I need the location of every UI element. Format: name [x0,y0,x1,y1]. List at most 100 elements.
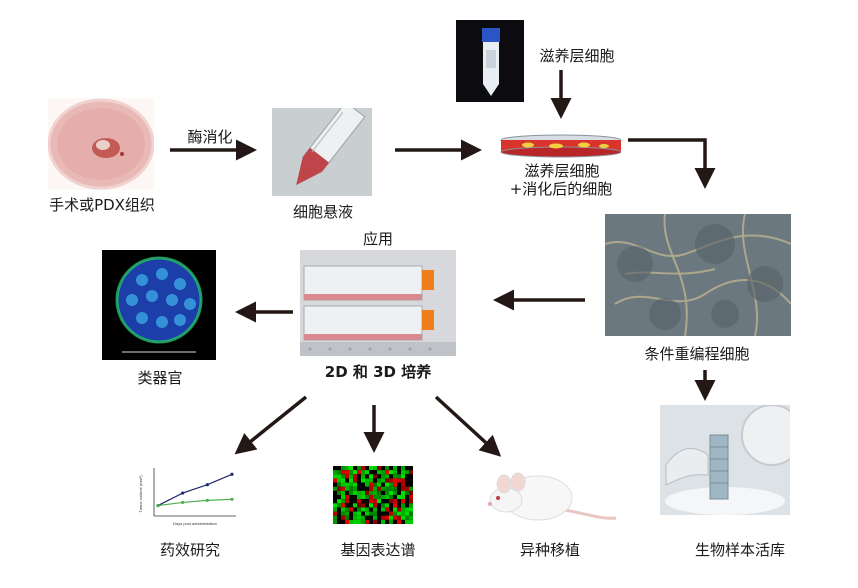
heatmap-cell [345,519,349,524]
heatmap-cell [385,486,389,491]
heatmap-cell [377,490,381,495]
heatmap-cell [393,499,397,504]
heatmap-cell [337,482,341,487]
label-cell-suspension: 细胞悬液 [292,203,353,221]
heatmap-cell [373,474,377,479]
heatmap-cell [405,486,409,491]
heatmap-cell [341,507,345,512]
heatmap-cell [397,507,401,512]
heatmap-cell [337,495,341,500]
heatmap-cell [349,478,353,483]
heatmap-cell [405,490,409,495]
heatmap-cell [333,519,337,524]
heatmap-cell [385,511,389,516]
heatmap-cell [357,515,361,520]
heatmap-cell [405,466,409,471]
heatmap-cell [357,495,361,500]
heatmap-cell [405,495,409,500]
heatmap-cell [369,470,373,475]
heatmap-cell [365,503,369,508]
heatmap-cell [365,474,369,479]
heatmap-cell [389,478,393,483]
heatmap-cell [377,519,381,524]
heatmap-cell [401,499,405,504]
heatmap-cell [393,474,397,479]
heatmap-cell [357,478,361,483]
heatmap-cell [381,515,385,520]
heatmap-cell [373,486,377,491]
heatmap-cell [409,478,413,483]
heatmap-cell [377,499,381,504]
heatmap-cell [365,511,369,516]
heatmap-cell [349,499,353,504]
heatmap-cell [337,478,341,483]
heatmap-cell [377,474,381,479]
heatmap-cell [369,499,373,504]
heatmap-cell [397,470,401,475]
label-reprogrammed-cells: 条件重编程细胞 [644,345,750,363]
label-biobank: 生物样本活库 [694,541,785,559]
heatmap-cell [409,474,413,479]
heatmap-cell [393,486,397,491]
heatmap-cell [393,482,397,487]
heatmap-cell [401,474,405,479]
feeder-tube-image [456,20,524,102]
heatmap-cell [389,466,393,471]
heatmap-cell [337,499,341,504]
heatmap-cell [405,470,409,475]
heatmap-cell [337,515,341,520]
heatmap-cell [397,490,401,495]
heatmap-cell [349,503,353,508]
heatmap-cell [357,511,361,516]
heatmap-cell [333,478,337,483]
heatmap-cell [385,515,389,520]
heatmap-cell [333,466,337,471]
heatmap-cell [369,474,373,479]
chart-series-0-line [157,473,233,507]
heatmap-cell [385,490,389,495]
heatmap-cell [341,482,345,487]
heatmap-cell [389,470,393,475]
xenograft-mouse-image [478,460,618,532]
heatmap-cell [381,478,385,483]
arrow-culture-to-drug [234,395,308,455]
heatmap-cell [405,482,409,487]
heatmap-cell [353,466,357,471]
chart-series-1-point [156,503,160,508]
label-gene-expression: 基因表达谱 [340,541,416,559]
heatmap-cell [401,478,405,483]
heatmap-cell [333,486,337,491]
heatmap-cell [369,515,373,520]
heatmap-cell [349,466,353,471]
heatmap-cell [393,470,397,475]
heatmap-cell [337,474,341,479]
heatmap-cell [381,470,385,475]
heatmap-cell [397,486,401,491]
heatmap-cell [409,482,413,487]
biobank-cryotank-image [660,405,790,515]
heatmap-cell [361,490,365,495]
heatmap-cell [373,519,377,524]
heatmap-cell [345,478,349,483]
heatmap-cell [373,490,377,495]
heatmap-cell [393,478,397,483]
heatmap-cell [353,490,357,495]
heatmap-cell [341,478,345,483]
heatmap-cell [361,474,365,479]
heatmap-cell [369,507,373,512]
heatmap-cell [361,503,365,508]
heatmap-cell [357,470,361,475]
label-surgery-pdx: 手术或PDX组织 [49,196,155,214]
label-enzyme-digest: 酶消化 [187,128,233,146]
heatmap-cell [373,466,377,471]
heatmap-cell [389,474,393,479]
heatmap-cell [373,478,377,483]
heatmap-cell [373,507,377,512]
heatmap-cell [377,478,381,483]
heatmap-cell [381,511,385,516]
heatmap-cell [333,495,337,500]
heatmap-cell [393,507,397,512]
heatmap-cell [409,503,413,508]
heatmap-cell [409,495,413,500]
gene-expression-heatmap [333,466,413,524]
